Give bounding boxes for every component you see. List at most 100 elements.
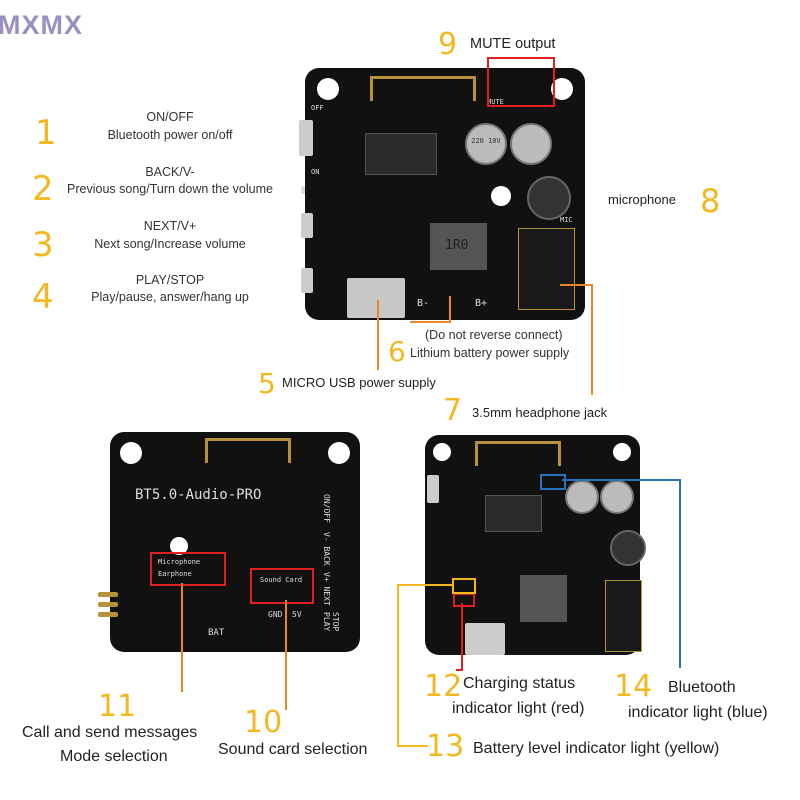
5v-label: 5V	[292, 610, 302, 619]
board-back: BT5.0-Audio-PRO Microphone Earphone Soun…	[98, 432, 360, 652]
headphone-jack-label: 3.5mm headphone jack	[472, 405, 608, 420]
capacitor-label: 220 10V	[471, 137, 501, 145]
mount-hole	[613, 443, 631, 461]
inductor: 1R0	[430, 223, 487, 270]
sound-card-highlight	[250, 568, 314, 604]
number-2: 2	[32, 169, 54, 209]
board-front-bottom	[425, 435, 646, 655]
bluetooth-label-line2: indicator light (blue)	[628, 704, 768, 721]
number-3: 3	[32, 225, 54, 265]
reverse-warning: (Do not reverse connect)	[425, 328, 563, 342]
item-title: PLAY/STOP	[135, 273, 205, 287]
bat-label: BAT	[208, 628, 225, 638]
micro-usb-port	[347, 278, 405, 318]
mute-label: MUTE	[487, 98, 504, 106]
number-7: 7	[443, 393, 463, 428]
leader-7	[560, 284, 593, 395]
capacitor: 220 10V	[465, 123, 507, 165]
mount-hole	[491, 186, 511, 206]
back-button	[301, 213, 313, 238]
item-title: BACK/V-	[145, 165, 195, 179]
play-label: STOP PLAY	[322, 612, 340, 632]
number-11: 11	[98, 689, 137, 724]
usb-supply-label: MICRO USB power supply	[282, 375, 436, 390]
battery-supply-label: Lithium battery power supply	[410, 346, 570, 360]
mute-output-label: MUTE output	[470, 36, 556, 52]
mount-hole	[328, 442, 350, 464]
item-desc: Bluetooth power on/off	[107, 128, 233, 142]
number-8: 8	[700, 182, 721, 220]
inductor-label: 1R0	[445, 238, 469, 253]
number-13: 13	[426, 729, 465, 764]
headphone-jack	[518, 228, 575, 310]
lrg-pad	[98, 592, 118, 597]
microphone-label: Microphone	[158, 558, 201, 566]
number-14: 14	[614, 669, 653, 704]
main-chip	[485, 495, 542, 532]
battery-level-label: Battery level indicator light (yellow)	[473, 740, 720, 757]
model-label: BT5.0-Audio-PRO	[135, 487, 262, 503]
watermark: MXMX	[0, 10, 83, 40]
capacitor	[510, 123, 552, 165]
antenna-trace	[205, 438, 291, 463]
leader-12	[456, 603, 463, 671]
off-label: OFF	[311, 104, 324, 112]
mount-hole	[433, 443, 451, 461]
leader-14	[562, 479, 681, 668]
next-button	[301, 186, 305, 194]
gnd-label: GND	[268, 610, 283, 619]
headphone-jack	[605, 580, 642, 652]
microphone-label: microphone	[608, 192, 676, 207]
item-desc: Previous song/Turn down the volume	[67, 182, 273, 196]
b-plus-label: B+	[475, 298, 488, 309]
mode-label-line2: Mode selection	[60, 748, 168, 765]
mode-label-line1: Call and send messages	[22, 724, 198, 741]
microphone-part	[610, 530, 646, 566]
microphone-part	[527, 176, 571, 220]
sound-card-selection-label: Sound card selection	[218, 741, 368, 758]
leader-6	[410, 296, 451, 323]
mute-output-highlight	[487, 57, 555, 107]
antenna-trace	[370, 76, 476, 101]
power-switch	[299, 120, 313, 156]
onoff-label: ON/OFF	[322, 494, 331, 523]
item-title: ON/OFF	[146, 110, 194, 124]
item-desc: Play/pause, answer/hang up	[91, 290, 249, 304]
leader-13	[397, 584, 452, 747]
power-switch	[427, 475, 439, 503]
antenna-trace	[475, 441, 561, 466]
number-9: 9	[438, 27, 458, 62]
inductor	[520, 575, 567, 622]
number-6: 6	[388, 335, 406, 368]
charging-led-highlight	[453, 593, 475, 607]
mount-hole	[120, 442, 142, 464]
charging-label-line2: indicator light (red)	[452, 700, 585, 717]
number-5: 5	[258, 367, 276, 400]
mic-label: MIC	[560, 216, 573, 224]
mic-earphone-highlight	[150, 552, 226, 586]
bluetooth-label-line1: Bluetooth	[668, 679, 736, 696]
sound-card-label: Sound Card	[260, 576, 303, 584]
mount-hole	[317, 78, 339, 100]
battery-led-highlight	[452, 578, 476, 594]
play-button	[301, 268, 313, 293]
main-chip	[365, 133, 437, 175]
back-label: V- BACK	[322, 532, 331, 566]
number-1: 1	[35, 113, 57, 153]
item-title: NEXT/V+	[143, 219, 197, 233]
number-4: 4	[32, 277, 54, 317]
lrg-pad	[98, 602, 118, 607]
on-label: ON	[311, 168, 320, 176]
charging-label-line1: Charging status	[463, 675, 576, 692]
micro-usb-port	[465, 623, 505, 655]
number-12: 12	[424, 669, 463, 704]
mount-hole	[551, 78, 573, 100]
board-front-top: OFF ON 1R0 220 10V MIC MUTE B- B+	[299, 68, 585, 320]
item-desc: Next song/Increase volume	[94, 237, 246, 251]
lrg-pad	[98, 612, 118, 617]
earphone-label: Earphone	[158, 570, 192, 578]
number-10: 10	[244, 705, 283, 740]
b-minus-label: B-	[417, 298, 430, 309]
